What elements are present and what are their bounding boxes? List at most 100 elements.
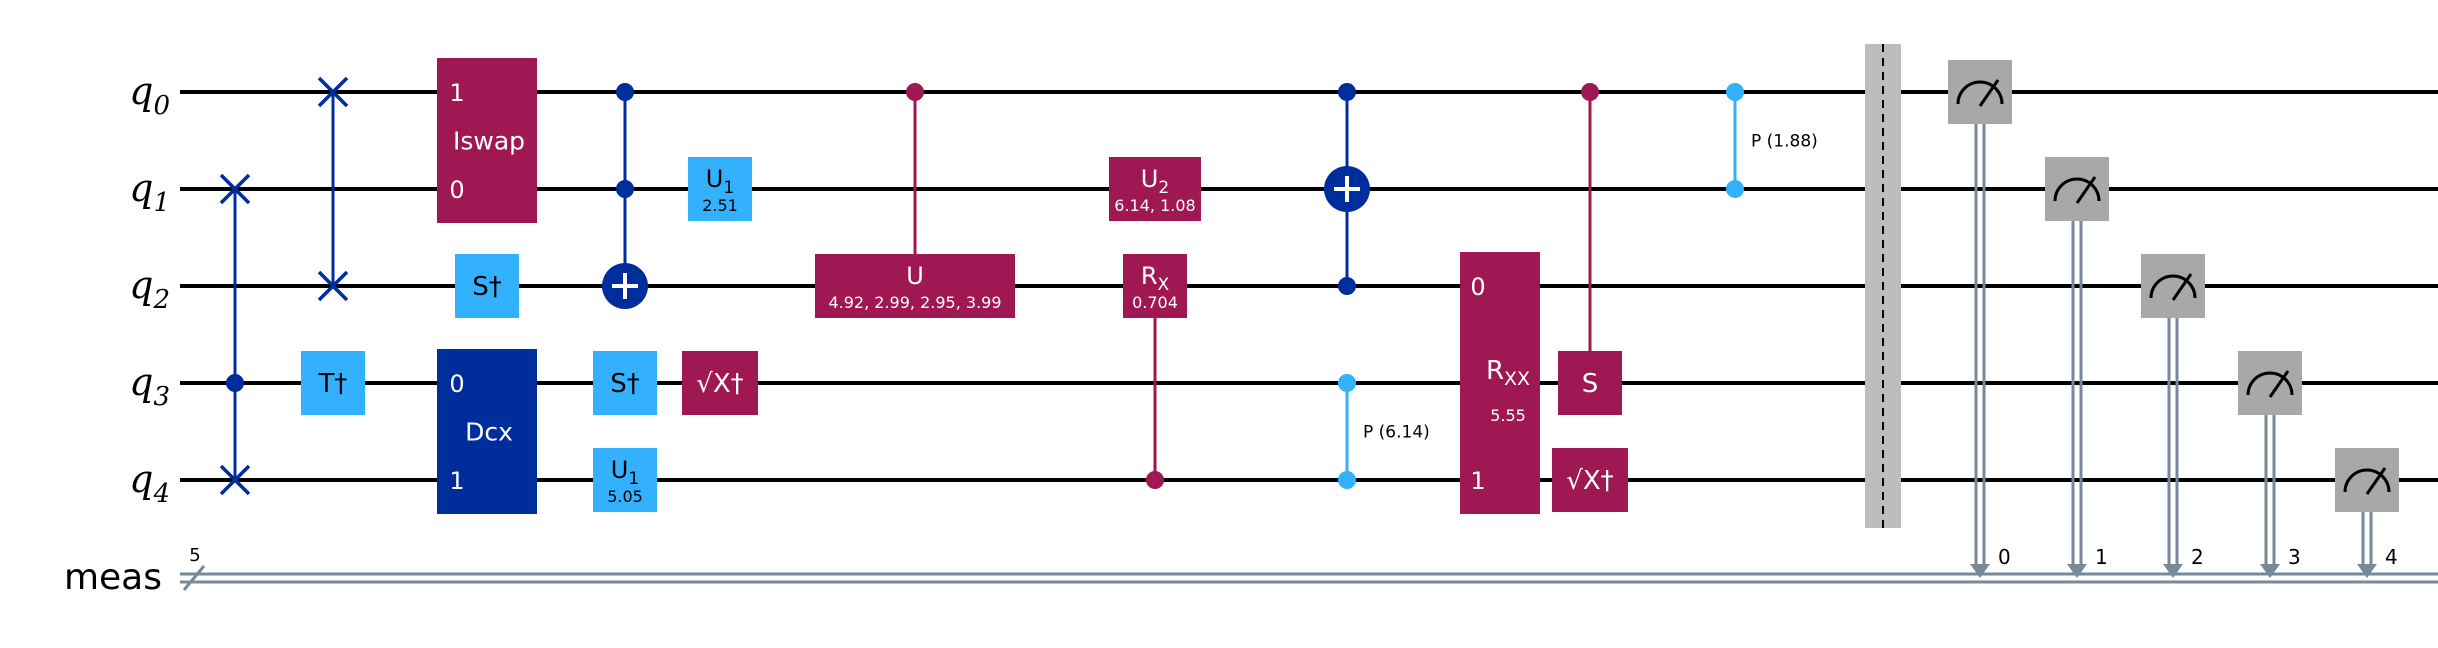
gate-18-label: S [1582, 369, 1599, 399]
measure-1-bit-label: 1 [2095, 545, 2108, 569]
gate-6-port-top: 0 [449, 370, 464, 398]
gate-14-box [1123, 254, 1187, 318]
gate-9-param: 5.05 [607, 487, 643, 506]
gate-16-dot-b [1338, 471, 1356, 489]
gate-14-control-dot [1146, 471, 1164, 489]
gate-17-port-bottom: 1 [1470, 467, 1485, 495]
gate-11-label: √X† [696, 369, 743, 399]
qubit-label-q0: q0 [129, 69, 170, 121]
gates: T†Iswap10S†Dcx01S†U15.05U12.51√X†U4.92, … [219, 44, 1901, 528]
qubit-label-q3: q3 [129, 360, 170, 412]
gate-16-dot-a [1338, 374, 1356, 392]
gate-20-label: P (1.88) [1751, 132, 1818, 152]
gate-17-param: 5.55 [1490, 406, 1526, 425]
measure-1-arrowhead [2067, 564, 2087, 578]
measure-3-bit-label: 3 [2288, 545, 2301, 569]
gate-9-label: U1 [611, 456, 639, 489]
gate-12-param: 4.92, 2.99, 2.95, 3.99 [828, 293, 1001, 312]
swap-cross-stroke [317, 76, 349, 108]
gate-17-label: RXX [1486, 356, 1530, 390]
measure-0-bit-label: 0 [1998, 545, 2011, 569]
measure-4-box [2335, 448, 2399, 512]
qubit-label-q2: q2 [129, 263, 170, 315]
measure-1-meter-needle [2075, 176, 2097, 204]
gate-19-label: √X† [1566, 466, 1613, 496]
measure-2-meter-needle [2171, 273, 2193, 301]
gate-9-box [593, 448, 657, 512]
measure-0-meter-needle [1978, 79, 2000, 107]
measure-3-arrowhead [2260, 564, 2280, 578]
gate-16-label: P (6.14) [1363, 423, 1430, 443]
gate-14-label: RX [1141, 262, 1170, 295]
gate-8-label: S† [610, 369, 640, 399]
measure-4-meter-arc [2343, 468, 2391, 493]
gate-5-label: S† [472, 272, 502, 302]
measure-2-meter-arc [2149, 274, 2197, 299]
gate-12-label: U [906, 262, 924, 290]
gate-12-box [815, 254, 1015, 318]
gate-18-box [1558, 351, 1622, 415]
measure-0-arrowhead [1970, 564, 1990, 578]
measure-3-meter-needle [2268, 370, 2290, 398]
gate-4-port-top: 1 [449, 79, 464, 107]
measure-0-meter-arc [1956, 80, 2004, 105]
gate-17-box [1460, 252, 1540, 514]
gate-12-control-dot [906, 83, 924, 101]
gate-13-label: U2 [1141, 165, 1169, 198]
gate-6-box [437, 349, 537, 514]
gate-10-box [688, 157, 752, 221]
measure-1-box [2045, 157, 2109, 221]
measure-1-meter-arc [2053, 177, 2101, 202]
classical-bundle-slash [182, 565, 206, 591]
gate-0-swap-cross-top [219, 173, 251, 205]
register-labels: q0 q1 q2 q3 q4 meas 5 [64, 69, 201, 598]
gate-4-port-bottom: 0 [449, 176, 464, 204]
measure-2-arrowhead [2163, 564, 2183, 578]
wires [180, 90, 2438, 591]
measure-4-arrowhead [2357, 564, 2377, 578]
gate-11-box [682, 351, 758, 415]
gate-5-box [455, 254, 519, 318]
measure-2-bit-label: 2 [2191, 545, 2204, 569]
gate-4-box [437, 58, 537, 223]
gate-3-swap-cross-bottom [317, 270, 349, 302]
classical-register-size: 5 [189, 545, 200, 566]
gate-18-control-dot [1581, 83, 1599, 101]
gate-8-box [593, 351, 657, 415]
gate-20-dot-b [1726, 180, 1744, 198]
gate-1-control-dot [226, 374, 244, 392]
gate-14-param: 0.704 [1132, 293, 1178, 312]
gate-13-box [1109, 157, 1201, 221]
qubit-label-q1: q1 [129, 166, 170, 218]
gate-2-label: T† [318, 369, 348, 399]
gate-7-control-dot-0 [616, 83, 634, 101]
gate-6-port-bottom: 1 [449, 467, 464, 495]
measure-4-bit-label: 4 [2385, 545, 2398, 569]
swap-cross-stroke [219, 464, 251, 496]
gate-15-control-dot-1 [1338, 83, 1356, 101]
gate-10-param: 2.51 [702, 196, 738, 215]
gate-17-port-top: 0 [1470, 273, 1485, 301]
gate-13-param: 6.14, 1.08 [1114, 196, 1195, 215]
classical-register-label: meas [64, 557, 162, 598]
gate-2-box [301, 351, 365, 415]
gate-4-label: Iswap [453, 127, 525, 156]
measure-3-box [2238, 351, 2302, 415]
gate-19-box [1552, 448, 1628, 512]
gate-7-control-dot-1 [616, 180, 634, 198]
gate-20-dot-a [1726, 83, 1744, 101]
measure-3-meter-arc [2246, 371, 2294, 396]
gate-10-label: U1 [706, 165, 734, 198]
measure-2-box [2141, 254, 2205, 318]
measure-0-box [1948, 60, 2012, 124]
gate-0-swap-cross-bottom [219, 464, 251, 496]
swap-cross-stroke [219, 173, 251, 205]
measurements: 0 1 2 3 4 [1948, 60, 2399, 578]
measure-4-meter-needle [2365, 467, 2387, 495]
qubit-label-q4: q4 [129, 457, 170, 509]
swap-cross-stroke [317, 270, 349, 302]
gate-3-swap-cross-top [317, 76, 349, 108]
gate-6-label: Dcx [465, 418, 513, 447]
gate-15-control-dot-0 [1338, 277, 1356, 295]
